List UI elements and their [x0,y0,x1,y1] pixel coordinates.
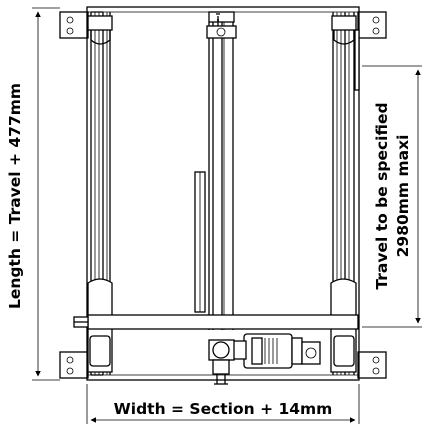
width-dimension [86,384,360,424]
bottom-center-hub [208,339,235,385]
central-vertical-axis [206,11,237,330]
mounting-bracket-top-left [59,11,89,39]
length-label: Length = Travel + 477mm [6,83,24,309]
mounting-bracket-top-right [357,11,387,39]
motor-gearbox [231,333,321,369]
secondary-guide-bar [194,171,206,313]
left-carriage-top [87,15,113,45]
travel-dimension [362,65,422,328]
right-carriage-top [331,15,357,45]
main-frame [86,6,360,381]
cross-beam [73,314,359,330]
travel-label-line1: Travel to be specified [373,102,391,289]
mounting-bracket-bottom-right [357,351,387,379]
mounting-bracket-bottom-left [59,351,89,379]
width-label: Width = Section + 14mm [114,400,333,418]
travel-label-line2: 2980mm maxi [394,135,412,258]
length-dimension [32,7,60,381]
